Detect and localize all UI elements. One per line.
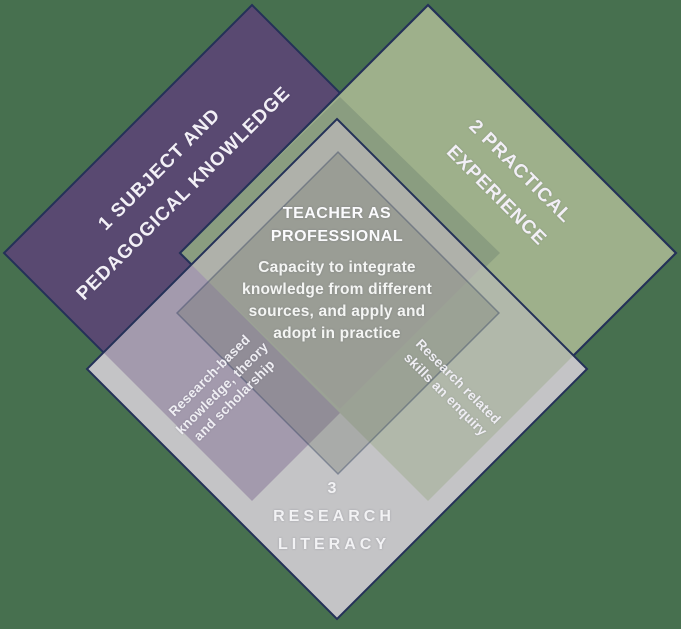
center-diamond: [175, 150, 501, 476]
research-literacy-line2: RESEARCH: [273, 508, 395, 525]
center-description: Capacity to integrate knowledge from dif…: [242, 257, 432, 345]
research-literacy-line3: LITERACY: [277, 536, 390, 553]
center-title-line2: PROFESSIONAL: [270, 228, 404, 245]
center-title: TEACHER AS PROFESSIONAL: [271, 202, 403, 248]
center-description-line1: Capacity to integrate: [258, 259, 416, 276]
research-literacy-line1: 3: [327, 480, 341, 497]
research-literacy-label: 3 RESEARCH LITERACY: [273, 475, 395, 559]
center-description-line4: adopt in practice: [273, 325, 401, 342]
center-description-line3: sources, and apply and: [248, 303, 426, 320]
center-title-line1: TEACHER AS: [282, 205, 392, 222]
research-literacy-outline: [85, 117, 589, 621]
center-description-line2: knowledge from different: [242, 281, 432, 298]
